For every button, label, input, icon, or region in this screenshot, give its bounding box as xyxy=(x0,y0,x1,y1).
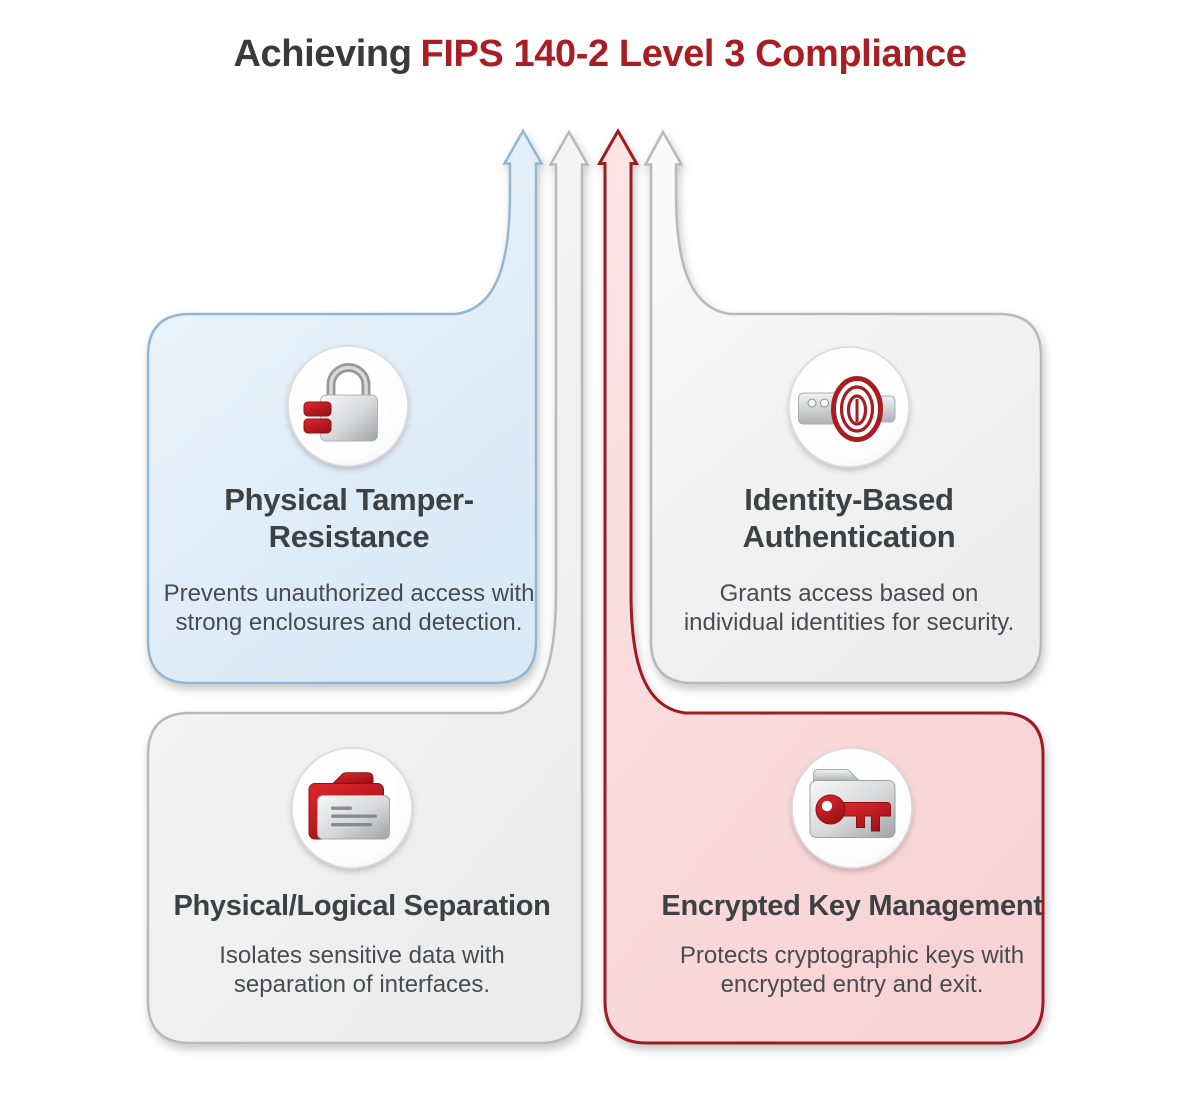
card-title: Physical/Logical Separation xyxy=(173,890,551,922)
card-description: Grants access based on individual identi… xyxy=(683,580,1015,636)
card-shape-physical-logical-separation xyxy=(146,129,590,1045)
card-title: Identity-Based Authentication xyxy=(742,482,956,554)
folder-key-icon xyxy=(809,769,896,838)
card-physical-tamper-resistance: Physical Tamper-Resistance Prevents unau… xyxy=(149,481,549,637)
folder-document-icon xyxy=(308,772,390,840)
padlock-icon xyxy=(303,363,378,442)
page-title-prefix: Achieving xyxy=(233,33,412,75)
card-description: Isolates sensitive data with separation … xyxy=(219,942,505,998)
page-title-highlight: FIPS 140-2 Level 3 Compliance xyxy=(420,33,967,75)
card-physical-logical-separation: Physical/Logical Separation Isolates sen… xyxy=(147,888,577,999)
card-encrypted-key-management: Encrypted Key Management Protects crypto… xyxy=(637,888,1067,999)
fingerprint-id-icon xyxy=(798,376,896,442)
card-description: Protects cryptographic keys with encrypt… xyxy=(679,942,1025,998)
card-shape-encrypted-key-management xyxy=(596,127,1045,1045)
card-identity-based-authentication: Identity-Based Authentication Grants acc… xyxy=(649,481,1049,637)
card-title: Physical Tamper-Resistance xyxy=(224,482,474,554)
card-title: Encrypted Key Management xyxy=(661,890,1043,922)
card-description: Prevents unauthorized access with strong… xyxy=(163,580,535,636)
